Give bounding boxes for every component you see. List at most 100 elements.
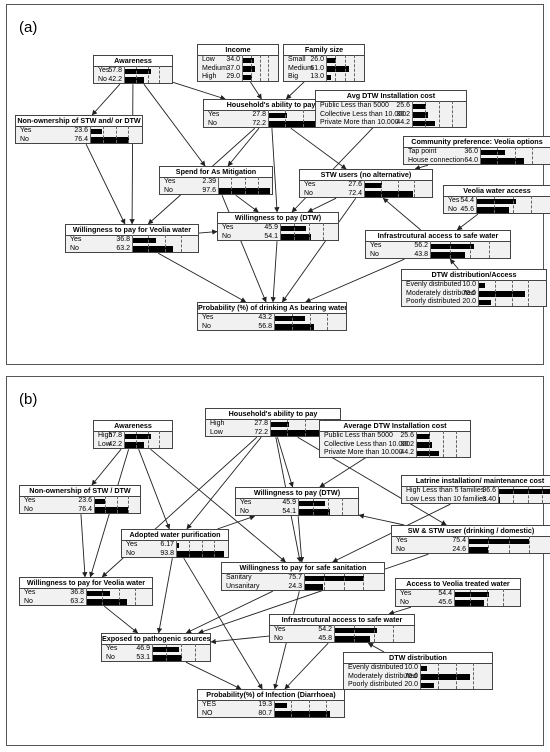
node-title: Infrastrcutural access to safe water [270, 615, 414, 626]
edge-exposed-to-prob [185, 661, 242, 690]
bar-gridline [291, 700, 293, 718]
bar-gridline [201, 540, 203, 558]
bar-gridline [425, 101, 427, 127]
bar-axis [132, 235, 133, 253]
bar-gridline [397, 180, 399, 198]
state-bar [430, 243, 475, 249]
state-value: 27.8 [254, 420, 268, 427]
bar-gridline [304, 419, 306, 437]
bar-axis [478, 280, 479, 306]
bar-gridline [531, 147, 533, 165]
bar-axis [274, 700, 275, 718]
state-label: Low [202, 56, 215, 63]
state-label: Sanitary [226, 574, 252, 581]
bar-axis [420, 663, 421, 689]
edge-awareness-to-nonown [91, 83, 121, 116]
state-bar [132, 246, 174, 252]
state-label: Medium [202, 64, 227, 72]
state-label: Yes [448, 197, 460, 204]
bar-gridline [244, 177, 246, 195]
state-label: No [20, 135, 29, 143]
state-label: Yes [202, 314, 214, 321]
state-bar [274, 324, 315, 330]
node-title: Probability (%) of drinking As bearing w… [198, 303, 346, 314]
state-label: Yes [400, 590, 412, 597]
bar-gridline [135, 66, 137, 84]
state-value: 72.2 [254, 428, 268, 436]
state-value: 27.6 [348, 181, 362, 188]
edge-family-to-hab [285, 81, 305, 100]
state-label: No [304, 189, 313, 197]
state-label: Low [98, 440, 111, 448]
state-label: Evenly distributed [406, 281, 462, 288]
bar-axis [364, 180, 365, 198]
node-title: Awareness [94, 421, 172, 432]
bar-axis [242, 55, 243, 81]
state-value: 72.4 [348, 189, 362, 197]
state-value: 61.0 [310, 64, 324, 72]
bar-gridline [530, 196, 532, 214]
state-value: 63.2 [70, 597, 84, 605]
state-label: High Less than 5 families [406, 487, 485, 494]
state-label: Yes [164, 178, 176, 185]
bar-gridline [128, 126, 130, 144]
bar-gridline [257, 177, 259, 195]
bar-gridline [486, 589, 488, 607]
state-value: 24.6 [452, 545, 466, 553]
bar-axis [268, 110, 269, 128]
edge-hab-to-stw [290, 127, 347, 170]
bar-gridline [135, 431, 137, 449]
state-value: 76.4 [74, 135, 88, 143]
state-value: 29.0 [226, 73, 240, 81]
state-bar [270, 430, 320, 436]
state-label: No [400, 598, 409, 606]
bar-gridline [342, 498, 344, 516]
state-label: No [274, 634, 283, 642]
bar-gridline [343, 573, 345, 591]
bar-axis [94, 496, 95, 514]
state-value: 64.0 [464, 156, 478, 164]
node-title: Average DTW Installation cost [320, 421, 470, 432]
bar-gridline [134, 588, 136, 606]
node-title: Household's ability to pay [206, 409, 340, 420]
edge-awareness-to-wtpveolia [129, 84, 135, 225]
bar-gridline [335, 55, 337, 81]
state-value: 30.2 [400, 440, 414, 448]
node-title: DTW distribution [344, 653, 492, 664]
state-value: 42.2 [108, 75, 122, 83]
state-bar [218, 188, 270, 194]
bar-gridline [268, 55, 270, 81]
state-value: 6.17 [160, 541, 174, 548]
state-bar [480, 158, 525, 164]
edge-infra-to-exposed [210, 635, 270, 645]
edge-awareness-to-spend [143, 83, 206, 167]
state-value: 46.9 [136, 645, 150, 652]
state-value: 72.2 [252, 119, 266, 127]
bar-axis [124, 66, 125, 84]
